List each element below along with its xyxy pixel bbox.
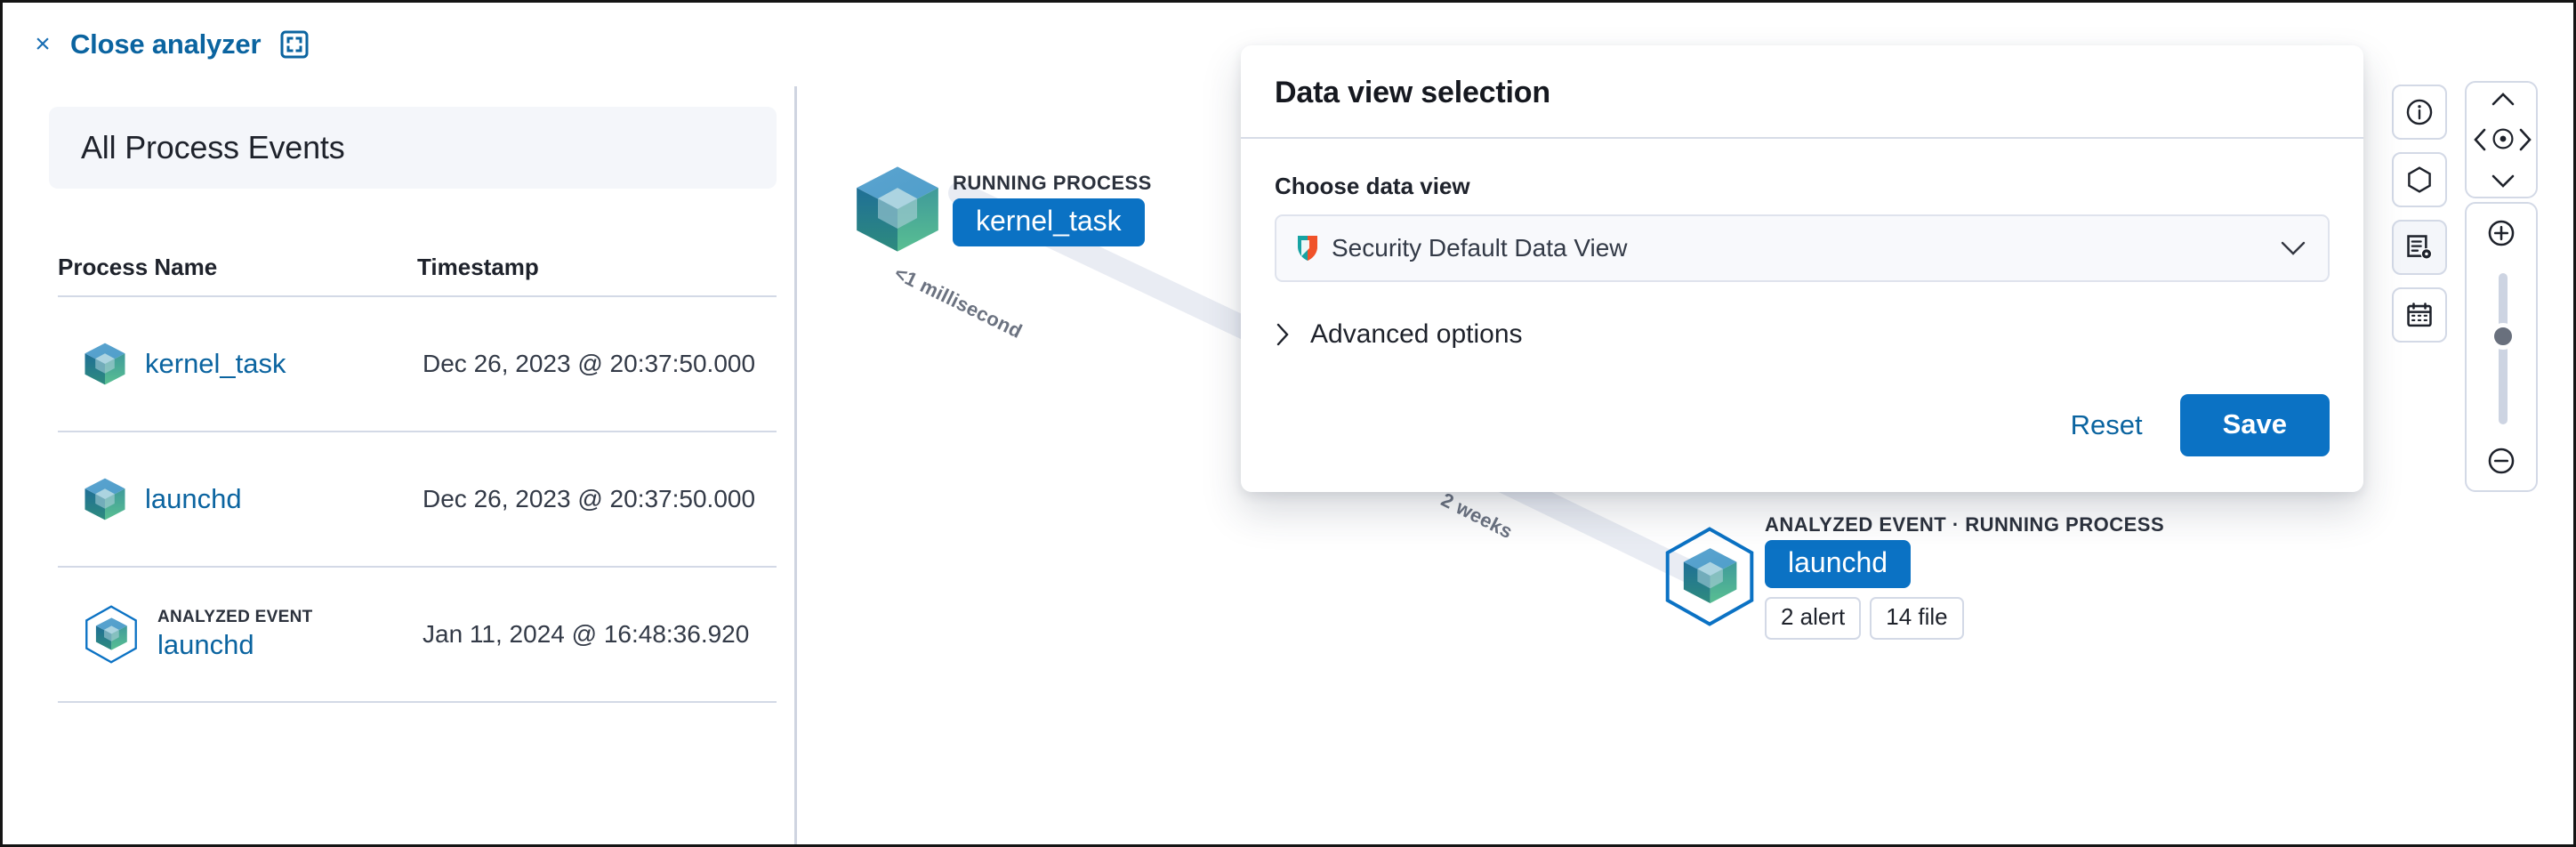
process-name-stack: kernel_task [145, 348, 286, 380]
modal-header: Data view selection [1241, 45, 2363, 139]
chevron-down-icon[interactable] [2491, 170, 2516, 191]
zoom-slider-thumb[interactable] [2490, 323, 2516, 350]
graph-node-kernel-task[interactable]: RUNNING PROCESS kernel_task [846, 157, 1152, 261]
crosshair-icon[interactable] [2491, 125, 2516, 153]
node-text: ANALYZED EVENT · RUNNING PROCESS launchd… [1765, 513, 2164, 640]
data-view-select[interactable]: Security Default Data View [1275, 214, 2330, 282]
graph-navigation-controls [2465, 81, 2538, 492]
process-cube-icon [81, 475, 129, 523]
node-kicker: ANALYZED EVENT · RUNNING PROCESS [1765, 513, 2165, 536]
modal-overlay: Data view selection Choose data view Sec… [3, 3, 2573, 844]
process-name-link[interactable]: launchd [145, 483, 242, 514]
analyzed-event-label: ANALYZED EVENT [157, 608, 313, 626]
calendar-icon[interactable] [2392, 287, 2447, 343]
cell-process-name: launchd [58, 475, 417, 523]
zoom-control[interactable] [2465, 202, 2538, 492]
analyzed-process-cube-icon [81, 604, 141, 665]
data-view-selection-modal: Data view selection Choose data view Sec… [1241, 45, 2363, 492]
zoom-in-icon[interactable] [2486, 218, 2516, 248]
process-events-panel: All Process Events Process Name Timestam… [3, 86, 797, 844]
save-button[interactable]: Save [2179, 394, 2330, 456]
alert-count-badge[interactable]: 2 alert [1765, 597, 1862, 640]
node-kicker: RUNNING PROCESS [953, 172, 1152, 194]
panel-title-box: All Process Events [49, 107, 777, 189]
graph-node-launchd[interactable]: ANALYZED EVENT · RUNNING PROCESS launchd… [1658, 513, 2164, 640]
table-row[interactable]: launchd Dec 26, 2023 @ 20:37:50.000 [58, 432, 777, 568]
table-header-row: Process Name Timestamp [58, 242, 777, 297]
zoom-out-icon[interactable] [2486, 446, 2516, 476]
process-events-table: Process Name Timestamp [58, 242, 777, 703]
cell-process-name: ANALYZED EVENT launchd [58, 604, 417, 665]
chevron-right-icon[interactable] [2515, 125, 2534, 154]
info-icon[interactable] [2392, 85, 2447, 140]
file-count-badge[interactable]: 14 file [1870, 597, 1964, 640]
analyzed-process-cube-icon [1658, 525, 1761, 628]
data-view-selected-value: Security Default Data View [1332, 234, 1628, 262]
process-name-link[interactable]: kernel_task [145, 348, 286, 379]
advanced-options-label: Advanced options [1310, 319, 1523, 349]
cell-timestamp: Dec 26, 2023 @ 20:37:50.000 [423, 485, 756, 513]
column-header-process-name: Process Name [58, 254, 218, 280]
pan-control[interactable] [2465, 81, 2538, 198]
reset-button[interactable]: Reset [2070, 409, 2143, 440]
column-header-timestamp: Timestamp [417, 254, 539, 280]
process-cube-icon [81, 340, 129, 388]
cell-timestamp: Dec 26, 2023 @ 20:37:50.000 [423, 350, 756, 378]
chevron-left-icon[interactable] [2470, 125, 2490, 154]
node-label-pill[interactable]: launchd [1765, 540, 1912, 588]
chevron-right-icon [1275, 322, 1291, 347]
process-cube-icon [846, 157, 949, 261]
advanced-options-toggle[interactable]: Advanced options [1275, 319, 2330, 350]
table-row[interactable]: ANALYZED EVENT launchd Jan 11, 2024 @ 16… [58, 568, 777, 703]
node-text: RUNNING PROCESS kernel_task [953, 172, 1152, 246]
fullscreen-icon[interactable] [280, 30, 309, 59]
node-badges: 2 alert 14 file [1765, 597, 2164, 640]
table-row[interactable]: kernel_task Dec 26, 2023 @ 20:37:50.000 [58, 297, 777, 432]
choose-data-view-label: Choose data view [1275, 173, 1470, 199]
node-label-pill[interactable]: kernel_task [953, 198, 1145, 246]
elastic-security-logo-icon [1296, 235, 1319, 262]
graph-tool-column [2392, 85, 2447, 343]
process-name-stack: ANALYZED EVENT launchd [157, 608, 313, 661]
chevron-up-icon[interactable] [2491, 88, 2516, 109]
cell-timestamp: Jan 11, 2024 @ 16:48:36.920 [423, 620, 750, 649]
close-analyzer-button[interactable]: Close analyzer [70, 28, 262, 60]
hexagon-icon[interactable] [2392, 152, 2447, 207]
modal-footer: Reset Save [1241, 355, 2363, 492]
modal-title: Data view selection [1275, 76, 1550, 109]
cell-process-name: kernel_task [58, 340, 417, 388]
list-settings-icon[interactable] [2392, 220, 2447, 275]
modal-body: Choose data view Security Default Data V… [1241, 139, 2363, 355]
chevron-down-icon[interactable] [2280, 239, 2306, 257]
process-name-link[interactable]: launchd [157, 629, 254, 660]
process-name-stack: launchd [145, 483, 242, 515]
close-x-icon[interactable]: × [35, 29, 51, 59]
page-title: All Process Events [81, 129, 345, 165]
